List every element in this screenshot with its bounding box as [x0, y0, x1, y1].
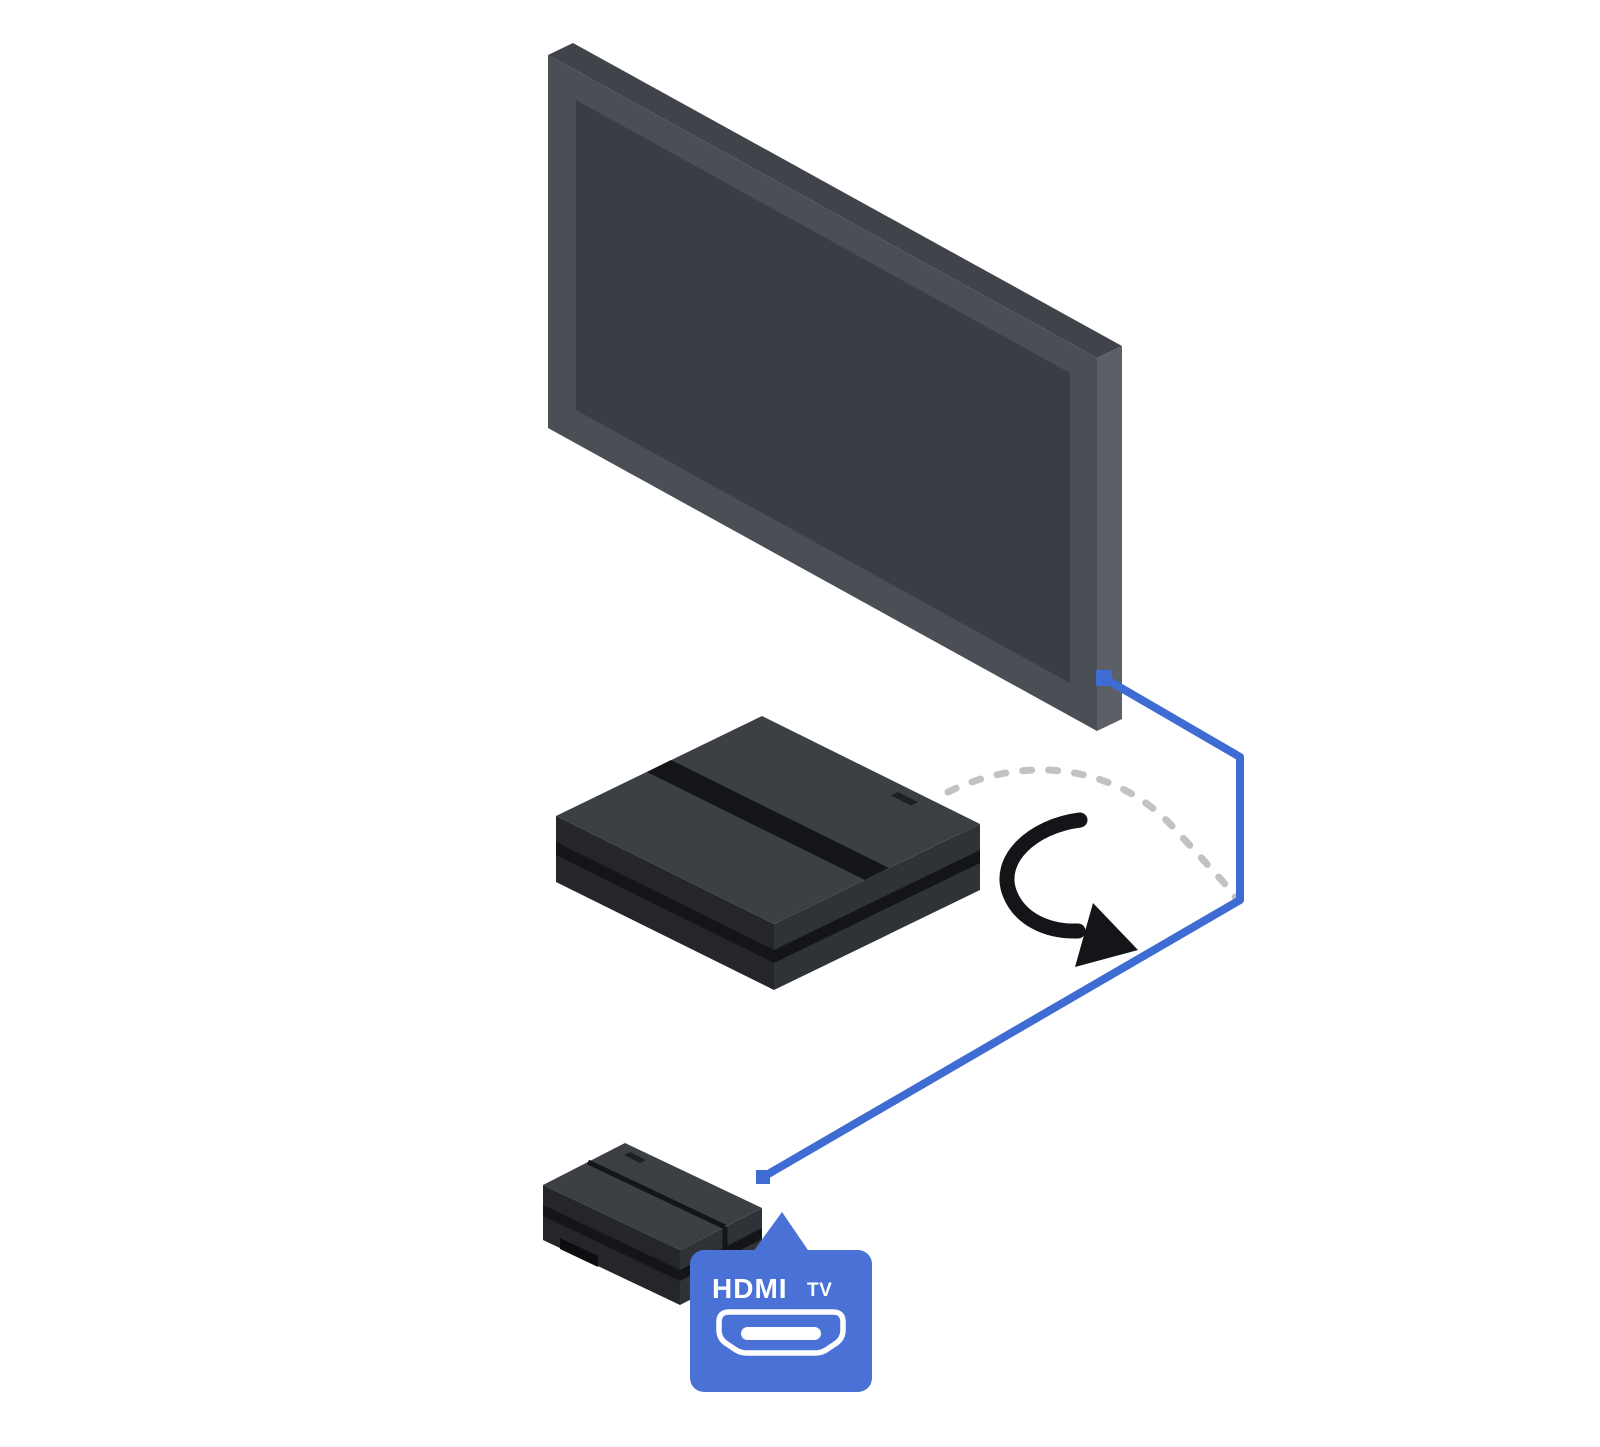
tv-screen [576, 100, 1070, 683]
ps4-front-groove-left [556, 842, 774, 963]
curved-arrow-icon [999, 812, 1138, 967]
processor-port [560, 1238, 598, 1267]
tv [548, 43, 1122, 731]
ps4-top-groove [647, 760, 889, 880]
hdmi-label: HDMI [712, 1273, 788, 1304]
tv-side-edge [1097, 346, 1122, 731]
badge-background [690, 1250, 872, 1392]
ps-logo-icon [624, 1152, 646, 1163]
processor-front-groove-left [543, 1205, 680, 1281]
arrow-curve [999, 812, 1088, 939]
tv-label: TV [807, 1280, 832, 1301]
processor-top-seam [586, 1159, 727, 1230]
hdmi-port-icon [716, 1309, 846, 1356]
hdmi-tv-badge: HDMI TV [690, 1212, 872, 1392]
processor-top [543, 1143, 762, 1250]
ps4-front-groove-right [774, 850, 980, 963]
hdmi-port-slot [741, 1327, 821, 1340]
hdmi-port-outline [716, 1309, 846, 1356]
ps-logo-icon [891, 792, 918, 806]
ps4-console [556, 716, 980, 990]
tv-top-edge [548, 43, 1122, 358]
hdmi-cable [759, 674, 1244, 1181]
reroute-dashed-line [944, 766, 1240, 902]
badge-pointer [750, 1212, 812, 1256]
arrow-head [1075, 903, 1138, 967]
